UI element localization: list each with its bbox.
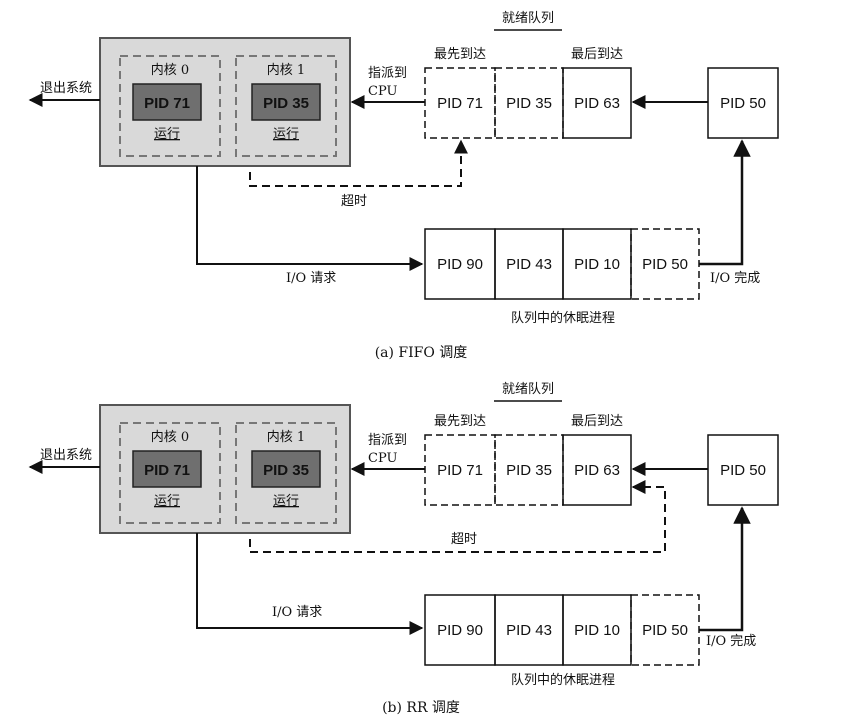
fifo-core0-proc bbox=[132, 83, 202, 121]
rr-ready-pid-1: PID 71 bbox=[437, 462, 483, 479]
fifo-core1-box bbox=[235, 55, 337, 157]
fifo-timeout-label: 超时 bbox=[341, 194, 367, 209]
fifo-dispatch-label-1: 指派到 bbox=[368, 66, 407, 81]
rr-incoming-pid: PID 50 bbox=[720, 462, 766, 479]
fifo-core0-pid: PID 71 bbox=[144, 95, 190, 112]
fifo-first-arrive: 最先到达 bbox=[434, 47, 486, 62]
fifo-sleep-pid-3: PID 10 bbox=[574, 256, 620, 273]
rr-ready-pid-3: PID 63 bbox=[574, 462, 620, 479]
fifo-io-request-label: I/O 请求 bbox=[286, 271, 336, 286]
rr-dispatch-label-1: 指派到 bbox=[368, 433, 407, 448]
rr-core1-pid: PID 35 bbox=[263, 462, 309, 479]
fifo-ready-slot-3 bbox=[562, 67, 632, 139]
rr-ready-slot-3 bbox=[562, 434, 632, 506]
rr-sleep-pid-1: PID 90 bbox=[437, 622, 483, 639]
fifo-core1-state: 运行 bbox=[273, 127, 299, 142]
fifo-io-done-label: I/O 完成 bbox=[710, 271, 760, 286]
rr-sleep-title: 队列中的休眠进程 bbox=[511, 672, 615, 688]
rr-core0-box bbox=[119, 422, 221, 524]
fifo-diagram: 内核 0 PID 71 运行 内核 1 PID 35 运行 退出系统 指派到 C… bbox=[28, 11, 779, 361]
rr-core0-pid: PID 71 bbox=[144, 462, 190, 479]
fifo-dispatch-label-2: CPU bbox=[368, 84, 397, 99]
rr-dispatch-label-2: CPU bbox=[368, 451, 397, 466]
rr-ready-pid-2: PID 35 bbox=[506, 462, 552, 479]
rr-diagram: 内核 0 PID 71 运行 内核 1 PID 35 运行 退出系统 指派到 C… bbox=[28, 382, 779, 716]
fifo-sleep-slot-3 bbox=[562, 228, 632, 300]
rr-sleep-pid-2: PID 43 bbox=[506, 622, 552, 639]
rr-sleep-pid-4: PID 50 bbox=[642, 622, 688, 639]
fifo-exit-label: 退出系统 bbox=[40, 81, 92, 96]
fifo-last-arrive: 最后到达 bbox=[571, 47, 623, 62]
fifo-sleep-pid-4: PID 50 bbox=[642, 256, 688, 273]
rr-caption: (b) RR 调度 bbox=[382, 700, 460, 716]
fifo-incoming-pid: PID 50 bbox=[720, 95, 766, 112]
fifo-io-request-path bbox=[196, 166, 424, 271]
rr-core0-title: 内核 0 bbox=[151, 429, 189, 445]
fifo-core1-proc bbox=[251, 83, 321, 121]
rr-first-arrive: 最先到达 bbox=[434, 414, 486, 429]
fifo-ready-pid-2: PID 35 bbox=[506, 95, 552, 112]
rr-sleep-slot-3 bbox=[562, 594, 632, 666]
fifo-io-done-path bbox=[699, 139, 751, 266]
fifo-ready-slot-1 bbox=[424, 67, 496, 139]
fifo-core0-box bbox=[119, 55, 221, 157]
rr-core1-state: 运行 bbox=[273, 494, 299, 509]
rr-io-done-path bbox=[699, 506, 751, 632]
fifo-ready-pid-1: PID 71 bbox=[437, 95, 483, 112]
rr-core0-state: 运行 bbox=[154, 494, 180, 509]
rr-io-request-label: I/O 请求 bbox=[272, 605, 322, 620]
rr-sleep-pid-3: PID 10 bbox=[574, 622, 620, 639]
fifo-core1-pid: PID 35 bbox=[263, 95, 309, 112]
fifo-caption: (a) FIFO 调度 bbox=[375, 345, 468, 361]
rr-ready-slot-1 bbox=[424, 434, 496, 506]
fifo-sleep-title: 队列中的休眠进程 bbox=[511, 310, 615, 326]
rr-ready-title: 就绪队列 bbox=[502, 382, 554, 397]
fifo-sleep-pid-2: PID 43 bbox=[506, 256, 552, 273]
fifo-core0-title: 内核 0 bbox=[151, 62, 189, 78]
fifo-sleep-pid-1: PID 90 bbox=[437, 256, 483, 273]
fifo-ready-title: 就绪队列 bbox=[502, 11, 554, 26]
rr-exit-label: 退出系统 bbox=[40, 448, 92, 463]
rr-timeout-label: 超时 bbox=[451, 532, 477, 547]
rr-core0-proc bbox=[132, 450, 202, 488]
fifo-ready-pid-3: PID 63 bbox=[574, 95, 620, 112]
rr-core1-box bbox=[235, 422, 337, 524]
rr-io-done-label: I/O 完成 bbox=[706, 634, 756, 649]
rr-core1-proc bbox=[251, 450, 321, 488]
rr-core1-title: 内核 1 bbox=[267, 429, 305, 445]
fifo-timeout-path bbox=[249, 139, 468, 187]
fifo-core1-title: 内核 1 bbox=[267, 62, 305, 78]
fifo-core0-state: 运行 bbox=[154, 127, 180, 142]
rr-io-request-path bbox=[196, 533, 424, 635]
rr-last-arrive: 最后到达 bbox=[571, 414, 623, 429]
